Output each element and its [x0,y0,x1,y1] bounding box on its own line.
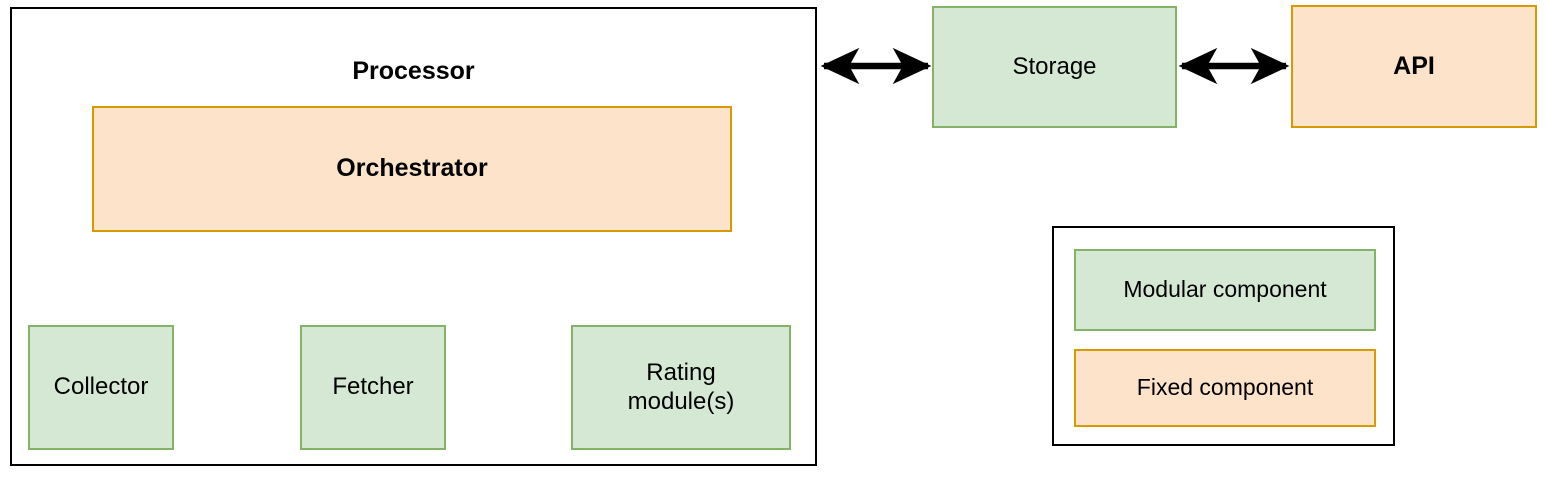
fetcher-node[interactable]: Fetcher [300,325,446,450]
storage-node[interactable]: Storage [932,6,1177,128]
orchestrator-node[interactable]: Orchestrator [92,106,732,232]
orchestrator-label: Orchestrator [336,154,488,183]
api-node[interactable]: API [1291,5,1537,128]
storage-label: Storage [1012,52,1097,80]
fetcher-label: Fetcher [332,373,414,401]
legend-item-modular: Modular component [1074,249,1376,331]
collector-node[interactable]: Collector [28,325,174,450]
legend: Modular component Fixed component [1052,226,1395,446]
legend-item-fixed: Fixed component [1074,349,1376,427]
legend-item-modular-label: Modular component [1123,276,1327,303]
collector-label: Collector [53,373,149,401]
rating-module-label: Rating module(s) [627,359,735,415]
legend-item-fixed-label: Fixed component [1136,374,1314,401]
api-label: API [1393,51,1435,80]
processor-label: Processor [352,57,475,85]
rating-module-node[interactable]: Rating module(s) [571,325,791,450]
